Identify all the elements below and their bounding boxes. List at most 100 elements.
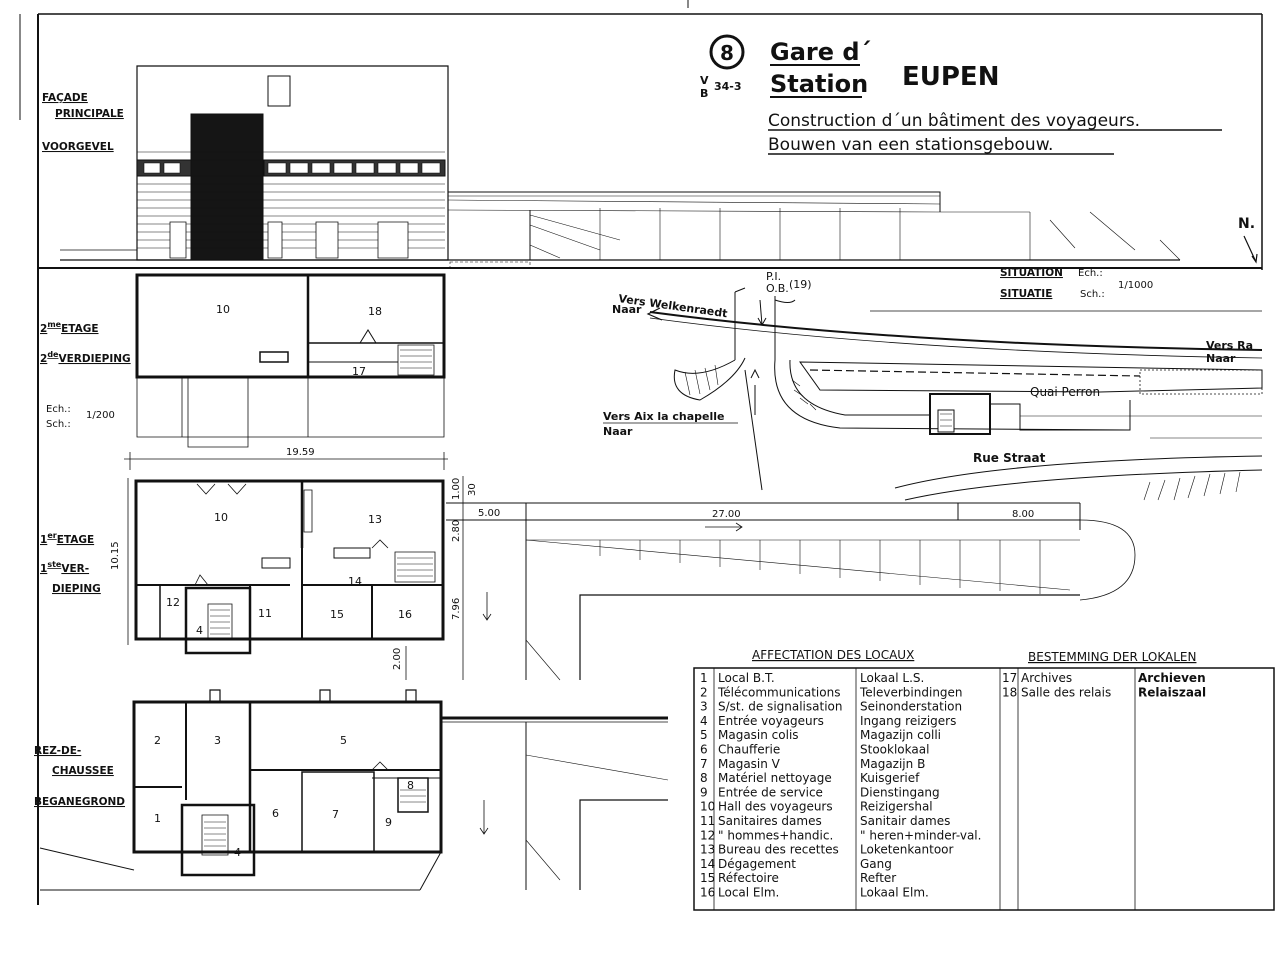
- ob-number: (19): [789, 278, 812, 291]
- title-code-ref: 34-3: [714, 80, 742, 93]
- legend-row-nl: Magazijn B: [860, 757, 925, 771]
- legend-row-number: 3: [700, 700, 708, 714]
- legend-row-nl: Kuisgerief: [860, 771, 920, 785]
- sheet-border: [20, 0, 1262, 905]
- legend-row-number: 13: [700, 843, 715, 857]
- ground-room-2: 2: [154, 734, 161, 747]
- ground-plan: 2 3 5 1 6 7 9 4 8: [40, 690, 668, 890]
- facade-labels: FAÇADE PRINCIPALE VOORGEVEL: [42, 92, 124, 153]
- quai-perron: Quai Perron: [1030, 385, 1100, 399]
- tower-dark: [191, 114, 263, 260]
- floor1-nl-2: VER-: [61, 563, 89, 575]
- legend-row-number: 12: [700, 828, 715, 842]
- legend: AFFECTATION DES LOCAUX BESTEMMING DER LO…: [694, 648, 1274, 910]
- legend-row-nl: Lokaal L.S.: [860, 671, 924, 685]
- legend-row-fr: Local B.T.: [718, 671, 775, 685]
- legend-row-number: 9: [700, 785, 708, 799]
- title-block: 8 V B 34-3 Gare d´ Station EUPEN Constru…: [700, 34, 1222, 155]
- floor1-room-16: 16: [398, 608, 412, 621]
- svg-text:1steVER-: 1steVER-: [40, 560, 89, 575]
- legend-row-fr: Sanitaires dames: [718, 814, 822, 828]
- legend-row-nl: Reizigershal: [860, 800, 933, 814]
- facade-label-nl: VOORGEVEL: [42, 141, 114, 153]
- floor1-fr-sup: er: [47, 531, 56, 540]
- legend-row-nl: Ingang reizigers: [860, 714, 956, 728]
- ground-label-fr-2: CHAUSSEE: [52, 765, 114, 777]
- legend-row-fr: Magasin colis: [718, 728, 799, 742]
- legend-row-nl: Gang: [860, 857, 892, 871]
- legend-header-fr: AFFECTATION DES LOCAUX: [752, 648, 914, 662]
- floor1-room-15: 15: [330, 608, 344, 621]
- legend-row-number: 18: [1002, 685, 1017, 699]
- legend-row-nl: Lokaal Elm.: [860, 886, 929, 900]
- subtitle-nl: Bouwen van een stationsgebouw.: [768, 135, 1053, 155]
- ground-room-5: 5: [340, 734, 347, 747]
- legend-row-number: 7: [700, 757, 708, 771]
- legend-row-fr: S/st. de signalisation: [718, 700, 842, 714]
- legend-row-fr: Télécommunications: [717, 685, 840, 699]
- legend-row-fr: Réfectoire: [718, 871, 779, 885]
- platform-dim-8-00: 8.00: [1012, 509, 1034, 520]
- floor1-room-13: 13: [368, 513, 382, 526]
- floor1-fr-2: ETAGE: [57, 534, 94, 546]
- title-code-top: V: [700, 74, 709, 87]
- floor2-fr-1: 2: [40, 323, 47, 335]
- svg-text:2meETAGE: 2meETAGE: [40, 320, 99, 335]
- svg-text:1erETAGE: 1erETAGE: [40, 531, 94, 546]
- legend-header-nl: BESTEMMING DER LOKALEN: [1028, 650, 1196, 664]
- floor2-scale-ech: Ech.:: [46, 404, 71, 415]
- title-city: EUPEN: [902, 62, 999, 92]
- situation-sch: Sch.:: [1080, 289, 1105, 300]
- naar-aix: Naar: [603, 425, 633, 438]
- floor2-nl-sup: de: [47, 350, 59, 359]
- vers-ra: Vers Ra: [1206, 339, 1253, 352]
- legend-row-fr: Magasin V: [718, 757, 781, 771]
- legend-row-fr: Archives: [1021, 671, 1072, 685]
- platform-dim-5-00: 5.00: [478, 508, 500, 519]
- legend-row-fr: Hall des voyageurs: [718, 800, 833, 814]
- floor2-room-18: 18: [368, 305, 382, 318]
- legend-row-nl: Seinonderstation: [860, 700, 962, 714]
- drawing-number-circle: [709, 34, 745, 70]
- legend-row-number: 15: [700, 871, 715, 885]
- floor2-fr-sup: me: [47, 320, 61, 329]
- floor1-room-10: 10: [214, 511, 228, 524]
- floor2-plan: 10 18 17: [137, 275, 444, 447]
- ground-label-nl: BEGANEGROND: [34, 796, 125, 808]
- situation-label-nl: SITUATIE: [1000, 288, 1052, 300]
- ground-label-fr-1: REZ-DE-: [34, 745, 81, 757]
- floor1-dim-2-80: 2.80: [451, 520, 462, 542]
- legend-row-number: 14: [700, 857, 715, 871]
- legend-row-fr: Entrée de service: [718, 785, 823, 799]
- floor1-nl-3: DIEPING: [52, 583, 101, 595]
- pi-label: P.I.: [766, 270, 781, 283]
- legend-row-fr: Bureau des recettes: [718, 843, 839, 857]
- floor2-room-17: 17: [352, 365, 366, 378]
- ob-label: O.B.: [766, 282, 789, 295]
- svg-text:2deVERDIEPING: 2deVERDIEPING: [40, 350, 131, 365]
- title-line2: Station: [770, 70, 868, 98]
- floor1-room-12: 12: [166, 596, 180, 609]
- legend-row-number: 1: [700, 671, 708, 685]
- legend-row-number: 6: [700, 743, 708, 757]
- dim-19-59: 19.59: [124, 447, 448, 470]
- title-code-bottom: B: [700, 87, 708, 100]
- legend-row-number: 16: [700, 886, 715, 900]
- floor2-fr-2: ETAGE: [61, 323, 98, 335]
- facade-label-fr-2: PRINCIPALE: [55, 108, 124, 120]
- legend-row-nl: Relaiszaal: [1138, 685, 1206, 699]
- legend-row-number: 4: [700, 714, 708, 728]
- floor2-width-dim: 19.59: [286, 447, 315, 458]
- legend-row-fr: Chaufferie: [718, 743, 780, 757]
- floor1-room-14: 14: [348, 575, 362, 588]
- legend-row-number: 8: [700, 771, 708, 785]
- vers-aix: Vers Aix la chapelle: [603, 410, 725, 423]
- north-label: N.: [1238, 216, 1255, 232]
- legend-row-nl: Dienstingang: [860, 785, 940, 799]
- floor1-labels: 1erETAGE 1steVER- DIEPING: [40, 531, 101, 595]
- floor1-dim-2-00: 2.00: [392, 648, 403, 670]
- naar-welkenraedt: Naar: [612, 303, 642, 316]
- legend-row-nl: Refter: [860, 871, 896, 885]
